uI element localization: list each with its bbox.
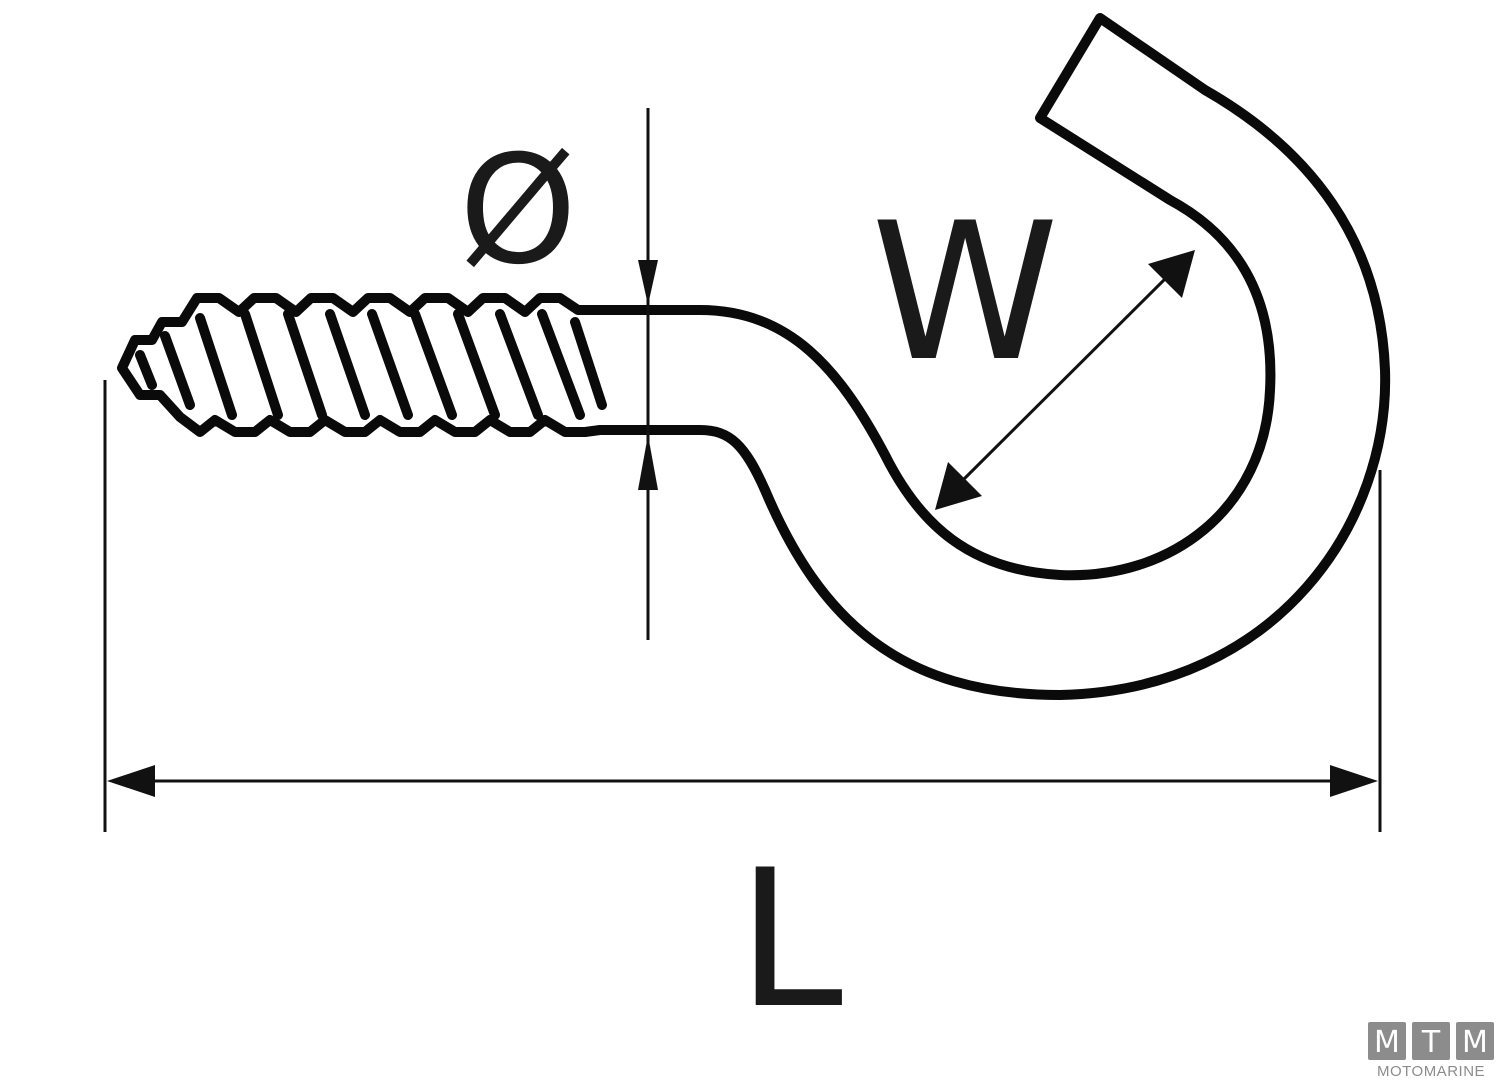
thread-crest — [453, 309, 500, 420]
diameter-arrow-top — [638, 260, 658, 305]
width-arrow-upper — [1148, 250, 1195, 298]
thread-crest — [195, 313, 237, 420]
logo-letter-2: T — [1421, 1025, 1441, 1060]
length-arrow-left — [107, 765, 155, 797]
length-arrow-right — [1330, 765, 1378, 797]
motomarine-logo: M T M MOTOMARINE — [1368, 1022, 1494, 1080]
width-arrow-lower — [935, 462, 982, 510]
hook-outline — [595, 13, 1391, 700]
length-dimension — [103, 380, 1382, 832]
thread-crest — [135, 350, 157, 390]
logo-letter-3: M — [1462, 1025, 1488, 1060]
thread-crest — [367, 309, 413, 420]
logo-box-1 — [1368, 1022, 1406, 1060]
logo-letter-1: M — [1374, 1025, 1400, 1060]
thread-crest — [160, 331, 195, 410]
width-dimension — [935, 250, 1195, 510]
thread-crest — [537, 309, 585, 420]
width-label: W — [871, 182, 1059, 403]
thread-outline — [117, 293, 605, 437]
diameter-label: Ø — [459, 124, 577, 298]
logo-subtitle: MOTOMARINE — [1377, 1063, 1485, 1080]
thread-crest — [283, 309, 327, 420]
diameter-arrow-bottom — [638, 435, 658, 490]
thread-crest — [570, 317, 607, 410]
thread-crest — [240, 309, 283, 420]
thread-crests — [135, 309, 607, 420]
logo-box-2 — [1412, 1022, 1450, 1060]
diameter-dimension — [638, 108, 658, 640]
length-label: L — [737, 829, 843, 1050]
thread-crest — [410, 309, 457, 420]
thread-crest — [495, 309, 543, 420]
width-dimension-line — [956, 270, 1174, 487]
logo-box-3 — [1456, 1022, 1494, 1060]
thread-crest — [325, 309, 370, 420]
